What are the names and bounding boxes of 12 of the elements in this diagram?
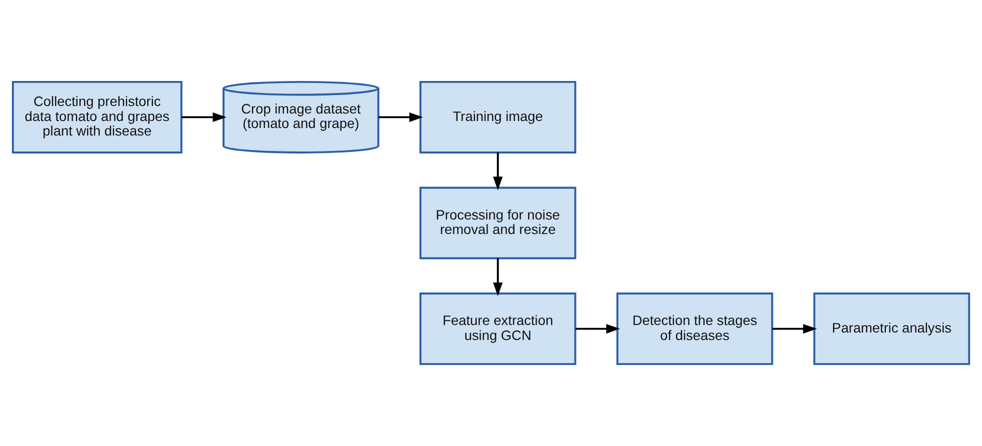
- arrow: [182, 112, 226, 122]
- arrow: [493, 258, 503, 296]
- node-box: Training image: [419, 80, 576, 154]
- arrow: [772, 324, 817, 334]
- node-box: Feature extraction using GCN: [419, 292, 576, 366]
- node-box: Parametric analysis: [813, 292, 970, 366]
- node-box: Collecting prehistoric data tomato and grapes plant with disease: [12, 80, 182, 154]
- arrow: [576, 324, 620, 334]
- arrow: [378, 112, 424, 122]
- arrow: [493, 152, 503, 190]
- node-box: Processing for noise removal and resize: [419, 186, 576, 260]
- node-box: Detection the stages of diseases: [616, 292, 774, 366]
